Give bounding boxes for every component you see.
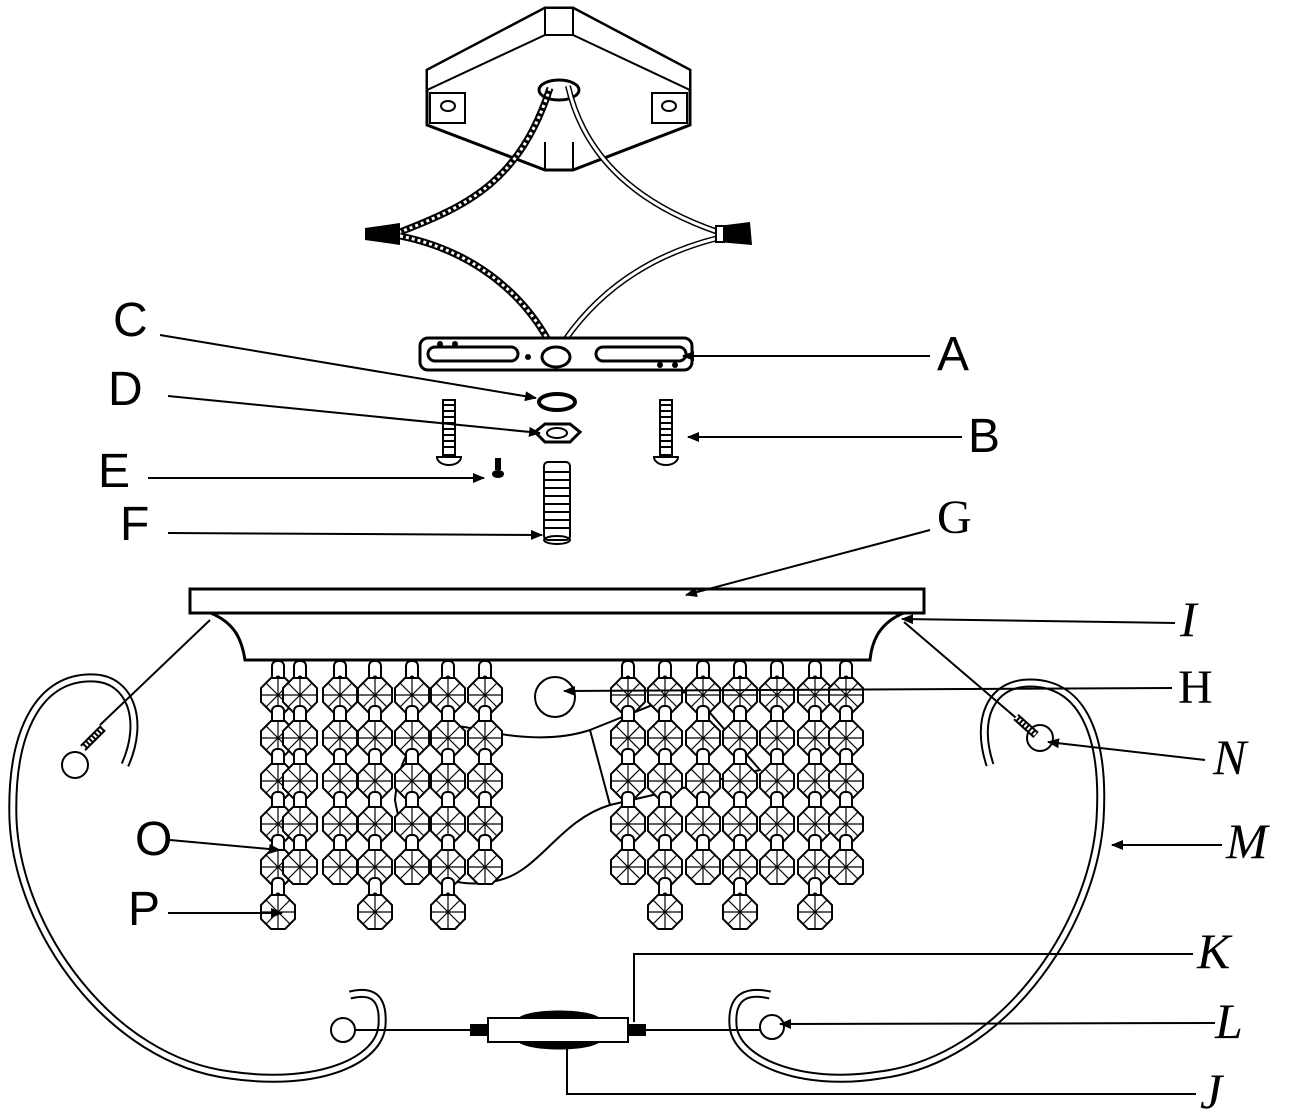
mounting-screw-left — [435, 399, 463, 466]
octagon-crystal-icon — [467, 849, 503, 885]
label-d: D — [108, 363, 143, 416]
small-screw — [492, 458, 504, 478]
label-p: P — [128, 883, 160, 936]
octagon-crystal-icon — [759, 849, 795, 885]
mounting-screw-right — [652, 399, 680, 466]
label-e: E — [98, 445, 130, 498]
ceiling-canopy — [425, 6, 692, 172]
octagon-crystal-icon — [685, 849, 721, 885]
label-o: O — [135, 813, 172, 866]
wire-nut-icon — [715, 222, 752, 245]
octagon-crystal-icon — [828, 849, 864, 885]
arm-left — [8, 619, 387, 1083]
hex-nut — [532, 422, 583, 444]
octagon-crystal-icon — [722, 894, 758, 930]
wire-nut-icon — [365, 223, 400, 245]
leader-lines — [148, 334, 1222, 1095]
label-f: F — [120, 498, 149, 551]
label-b: B — [968, 410, 1000, 463]
label-k: K — [1196, 923, 1233, 979]
arm-right — [728, 621, 1106, 1083]
chandelier-body — [188, 587, 926, 662]
label-l: L — [1214, 993, 1243, 1049]
socket-hole — [534, 676, 576, 718]
label-g: G — [937, 491, 972, 544]
octagon-crystal-icon — [322, 849, 358, 885]
mounting-bar — [418, 336, 694, 372]
octagon-crystal-icon — [647, 894, 683, 930]
octagon-crystal-icon — [797, 894, 833, 930]
octagon-crystal-icon — [394, 849, 430, 885]
octagon-crystal-icon — [430, 894, 466, 930]
label-a: A — [937, 328, 969, 381]
label-j: J — [1200, 1063, 1225, 1112]
octagon-crystal-icon — [357, 894, 393, 930]
octagon-crystal-icon — [610, 849, 646, 885]
label-c: C — [113, 294, 148, 347]
label-h: H — [1178, 661, 1213, 714]
label-i: I — [1179, 591, 1199, 647]
cross-bar — [355, 1010, 760, 1050]
label-m: M — [1225, 813, 1270, 869]
octagon-crystal-icon — [282, 849, 318, 885]
wires — [365, 85, 752, 342]
washer — [537, 392, 577, 412]
label-n: N — [1212, 729, 1249, 785]
threaded-nipple — [543, 461, 571, 545]
